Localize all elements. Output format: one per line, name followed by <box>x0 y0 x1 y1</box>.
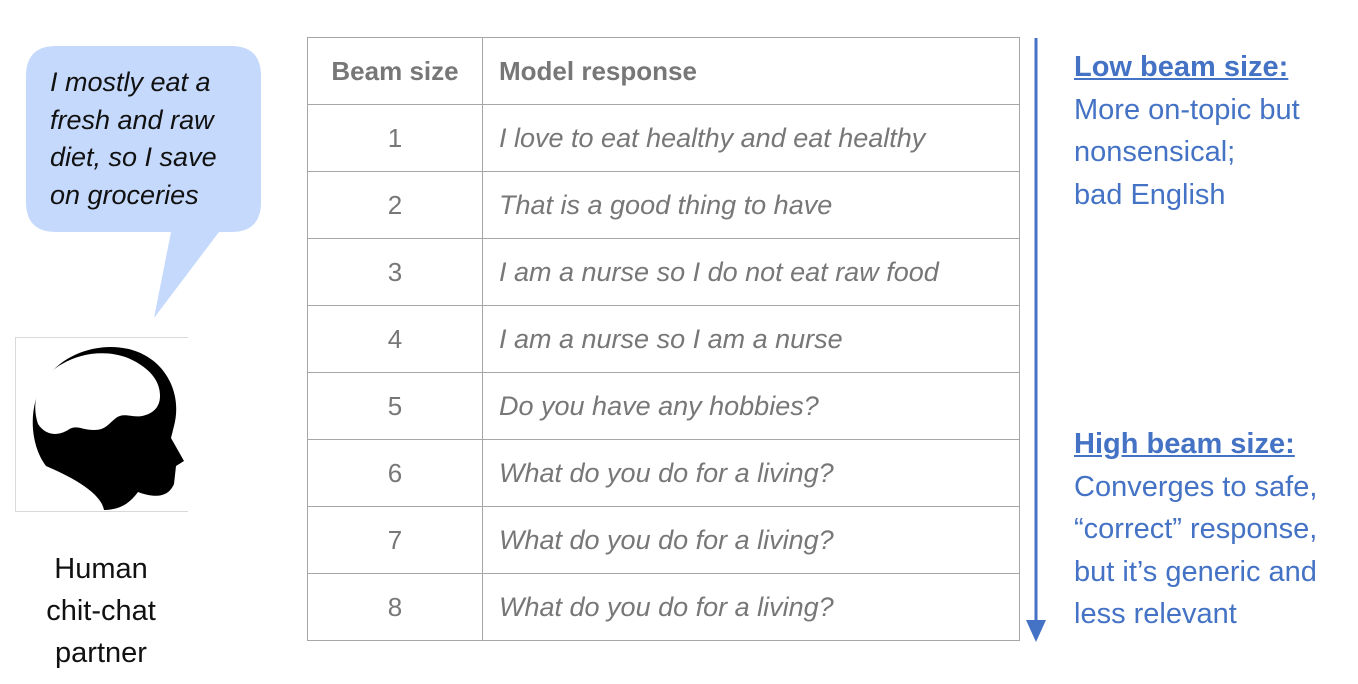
beam-size-cell: 8 <box>307 573 483 641</box>
table-row: 4 I am a nurse so I am a nurse <box>307 305 1020 373</box>
response-cell: Do you have any hobbies? <box>482 372 1020 440</box>
annotation-line: Converges to safe, <box>1074 470 1318 503</box>
table-row: 7 What do you do for a living? <box>307 506 1020 574</box>
beam-size-cell: 4 <box>307 305 483 373</box>
table-row: 3 I am a nurse so I do not eat raw food <box>307 238 1020 306</box>
beam-size-cell: 3 <box>307 238 483 306</box>
beam-size-arrow <box>1026 38 1046 642</box>
speech-bubble: I mostly eat a fresh and raw diet, so I … <box>26 46 261 318</box>
response-cell: What do you do for a living? <box>482 573 1020 641</box>
table-header-row: Beam size Model response <box>307 37 1020 105</box>
table-row: 2 That is a good thing to have <box>307 171 1020 239</box>
beam-size-cell: 6 <box>307 439 483 507</box>
bubble-line: on groceries <box>50 179 199 210</box>
beam-size-cell: 5 <box>307 372 483 440</box>
bubble-line: I mostly eat a <box>50 67 211 97</box>
speech-bubble-shape <box>26 46 261 318</box>
beam-response-table: Beam size Model response 1 I love to eat… <box>307 37 1020 641</box>
beam-size-cell: 1 <box>307 104 483 172</box>
response-cell: I love to eat healthy and eat healthy <box>482 104 1020 172</box>
header-beam-size: Beam size <box>307 37 483 105</box>
table-row: 6 What do you do for a living? <box>307 439 1020 507</box>
table-row: 8 What do you do for a living? <box>307 573 1020 641</box>
partner-caption: Human chit-chat partner <box>26 548 176 674</box>
bubble-line: diet, so I save <box>50 142 217 172</box>
response-cell: I am a nurse so I do not eat raw food <box>482 238 1020 306</box>
human-head-brain-icon <box>15 337 188 512</box>
bubble-line: fresh and raw <box>50 104 214 135</box>
annotation-line: bad English <box>1074 178 1226 211</box>
bubble-text: I mostly eat a fresh and raw diet, so I … <box>50 64 255 214</box>
caption-line: partner <box>55 637 147 669</box>
table-row: 5 Do you have any hobbies? <box>307 372 1020 440</box>
beam-size-cell: 7 <box>307 506 483 574</box>
annotation-line: nonsensical; <box>1074 136 1236 168</box>
annotation-line: less relevant <box>1074 598 1237 630</box>
beam-size-cell: 2 <box>307 171 483 239</box>
response-cell: That is a good thing to have <box>482 171 1020 239</box>
annotation-line: “correct” response, <box>1074 513 1318 545</box>
response-cell: I am a nurse so I am a nurse <box>482 305 1020 373</box>
annotation-line: More on-topic but <box>1074 93 1300 126</box>
low-beam-heading: Low beam size: <box>1074 51 1289 83</box>
annotation-line: but it’s generic and <box>1074 555 1317 588</box>
response-cell: What do you do for a living? <box>482 506 1020 574</box>
table-row: 1 I love to eat healthy and eat healthy <box>307 104 1020 172</box>
high-beam-annotation: High beam size: Converges to safe, “corr… <box>1074 423 1358 636</box>
response-cell: What do you do for a living? <box>482 439 1020 507</box>
high-beam-heading: High beam size: <box>1074 428 1295 460</box>
caption-line: chit-chat <box>46 595 156 627</box>
header-model-response: Model response <box>482 37 1020 105</box>
low-beam-annotation: Low beam size: More on-topic but nonsens… <box>1074 46 1358 216</box>
caption-line: Human <box>54 553 148 585</box>
